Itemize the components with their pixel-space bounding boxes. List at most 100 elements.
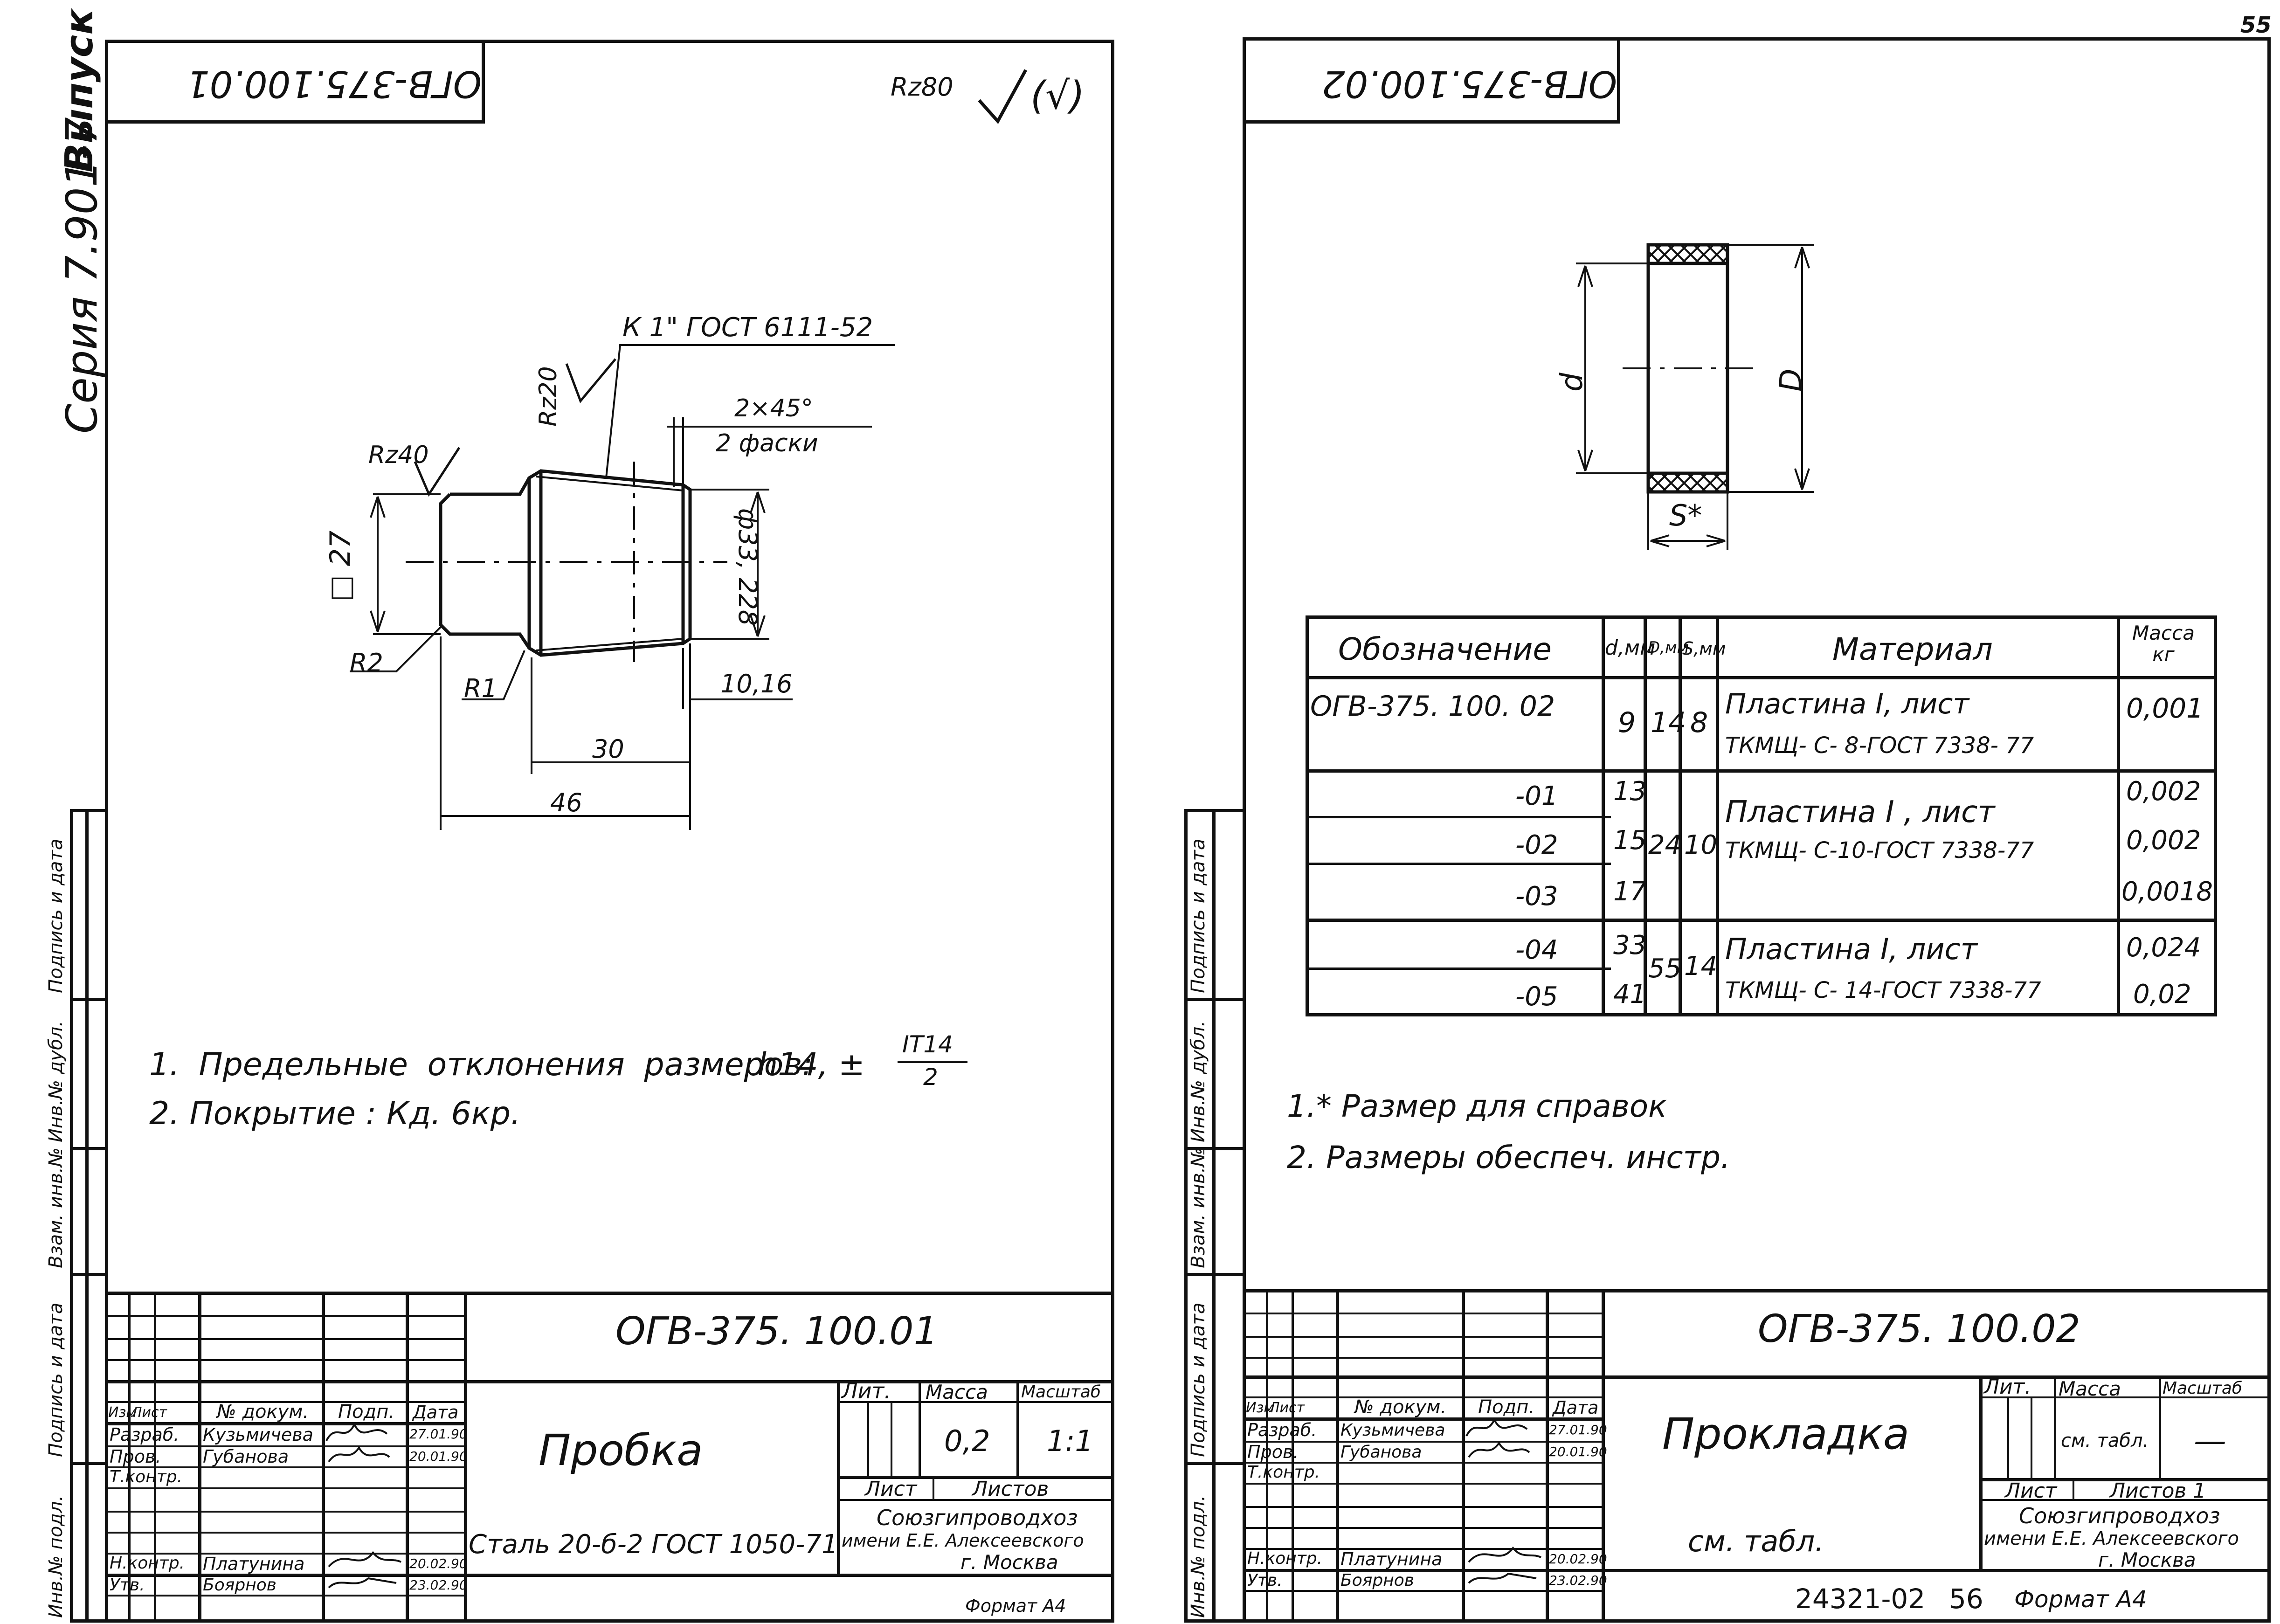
tr5-m: 0,02 bbox=[2133, 979, 2191, 1009]
left-note-1-frac-num: IT14 bbox=[902, 1031, 953, 1058]
th-S: S,мм bbox=[1682, 638, 1726, 659]
left-tb-name: Пробка bbox=[539, 1425, 703, 1475]
dim-thread: К 1" ГОСТ 6111-52 bbox=[622, 312, 873, 343]
right-tb-role-2: Т.контр. bbox=[1247, 1463, 1320, 1482]
left-tb-org1: Союзгипроводхоз bbox=[877, 1505, 1078, 1530]
tr2-S: 10 bbox=[1684, 830, 1718, 860]
left-tb-name-3: Платунина bbox=[203, 1554, 305, 1574]
left-stamp-strip bbox=[70, 809, 108, 1623]
right-tb-date-4: 23.02.90 bbox=[1549, 1573, 1607, 1588]
left-tb-massa-label: Масса bbox=[926, 1381, 988, 1403]
right-tb-h-data: Дата bbox=[1553, 1397, 1599, 1418]
left-note-1: 1. Предельные отклонения размеров: bbox=[149, 1046, 813, 1083]
tr4-m: 0,024 bbox=[2126, 933, 2201, 963]
tr5-mat2: ТКМЩ- С- 14-ГОСТ 7338-77 bbox=[1725, 977, 2041, 1003]
left-roughness-paren: (√) bbox=[1030, 74, 1085, 118]
right-tb-org3: г. Москва bbox=[2098, 1548, 2196, 1571]
right-tb-listov-label: Листов 1 bbox=[2110, 1479, 2206, 1503]
issue-label: Выпуск 1 bbox=[57, 0, 102, 173]
left-tb-format: Формат А4 bbox=[965, 1596, 1066, 1616]
left-note-1-frac-den: 2 bbox=[923, 1064, 938, 1091]
dim-chamfer-count: 2 фаски bbox=[716, 429, 818, 457]
th-d: d,мм bbox=[1605, 636, 1656, 660]
right-tb-material: см. табл. bbox=[1688, 1524, 1824, 1558]
left-tb-role-1: Пров. bbox=[110, 1446, 161, 1467]
left-tb-h-podp: Подп. bbox=[338, 1401, 395, 1423]
dim-square: □ 27 bbox=[324, 530, 357, 601]
tr5-mat1: Пластина I, лист bbox=[1725, 932, 1977, 966]
left-tb-name-1: Губанова bbox=[203, 1446, 289, 1467]
right-tb-name-1: Губанова bbox=[1340, 1443, 1422, 1462]
tr0-oboz: ОГВ-375. 100. 02 bbox=[1310, 690, 1555, 723]
right-tb-list-label: Лист bbox=[2005, 1479, 2057, 1503]
r-stamp-vzam-inv: Взам. инв.№ bbox=[1188, 1147, 1209, 1268]
left-tb-h-data: Дата bbox=[413, 1402, 459, 1423]
dim-46: 46 bbox=[550, 788, 582, 817]
right-tb-masshtab-label: Масштаб bbox=[2163, 1379, 2243, 1398]
tr1-oboz: -01 bbox=[1515, 781, 1558, 811]
right-tb-name-3: Платунина bbox=[1340, 1549, 1443, 1569]
dim-30: 30 bbox=[592, 734, 624, 764]
tr2-mat1: Пластина I , лист bbox=[1725, 795, 1995, 829]
dim-diameter: ф33, 228 bbox=[733, 508, 762, 626]
right-tb-lit-label: Лит. bbox=[1984, 1375, 2031, 1399]
tr2-D: 24 bbox=[1648, 830, 1682, 860]
dim-chamfer: 2×45° bbox=[734, 394, 813, 422]
left-note-2: 2. Покрытие : Кд. 6кр. bbox=[149, 1095, 521, 1132]
left-tb-h-dokum: № докум. bbox=[217, 1401, 309, 1423]
stamp-inv-podl: Инв.№ подл. bbox=[45, 1495, 67, 1618]
left-tb-material: Сталь 20-б-2 ГОСТ 1050-71 bbox=[469, 1529, 838, 1560]
left-tb-lit-label: Лит. bbox=[842, 1378, 891, 1403]
right-tb-role-3: Н.контр. bbox=[1247, 1549, 1323, 1568]
r-stamp-sign-date-2: Подпись и дата bbox=[1188, 1302, 1209, 1457]
right-tb-h-list: Лист bbox=[1269, 1400, 1305, 1416]
right-tb-archive: 24321-02 bbox=[1795, 1583, 1926, 1615]
stamp-sign-date-1: Подпись и дата bbox=[45, 838, 67, 993]
right-header-box bbox=[1243, 37, 1620, 124]
right-tb-massa-label: Масса bbox=[2059, 1377, 2121, 1400]
r-stamp-sign-date-1: Подпись и дата bbox=[1188, 838, 1209, 993]
dim-D: D bbox=[1774, 368, 1809, 392]
left-title-block bbox=[105, 1292, 1114, 1623]
right-tb-sheet-no: 56 bbox=[1949, 1583, 1983, 1615]
stamp-inv-dubl: Инв.№ дубл. bbox=[45, 1021, 67, 1142]
right-tb-h-podp: Подп. bbox=[1478, 1396, 1535, 1418]
left-tb-date-3: 20.02.90 bbox=[409, 1556, 468, 1571]
right-tb-h-dokum: № докум. bbox=[1354, 1396, 1447, 1418]
right-tb-masshtab-value: — bbox=[2194, 1422, 2226, 1460]
dim-r1: R1 bbox=[464, 674, 497, 703]
tr2-d: 15 bbox=[1613, 825, 1647, 856]
stamp-vzam-inv: Взам. инв.№ bbox=[45, 1147, 67, 1268]
left-tb-list-label: Лист bbox=[865, 1477, 917, 1501]
right-tb-org2: имени Е.Е. Алексеевского bbox=[1984, 1528, 2239, 1549]
left-tb-date-4: 23.02.90 bbox=[409, 1577, 468, 1593]
dim-r2: R2 bbox=[350, 648, 383, 677]
r-stamp-inv-dubl: Инв.№ дубл. bbox=[1188, 1021, 1209, 1142]
tr3-m: 0,0018 bbox=[2121, 877, 2213, 907]
tr3-d: 17 bbox=[1613, 877, 1647, 907]
left-tb-massa-value: 0,2 bbox=[944, 1424, 990, 1458]
right-tb-date-3: 20.02.90 bbox=[1549, 1551, 1607, 1567]
left-tb-h-izm: Изм bbox=[108, 1404, 137, 1421]
tr0-mat1: Пластина I, лист bbox=[1725, 688, 1969, 720]
right-tb-date-0: 27.01.90 bbox=[1549, 1422, 1607, 1437]
left-tb-h-list: Лист bbox=[131, 1404, 167, 1421]
th-mat: Материал bbox=[1832, 631, 1993, 667]
right-tb-format: Формат А4 bbox=[2014, 1586, 2147, 1613]
left-tb-masshtab-value: 1:1 bbox=[1047, 1424, 1093, 1458]
left-tb-name-4: Боярнов bbox=[203, 1576, 277, 1595]
right-tb-code: ОГВ-375. 100.02 bbox=[1758, 1307, 2080, 1351]
left-tb-masshtab-label: Масштаб bbox=[1021, 1382, 1101, 1402]
tr0-mat2: ТКМЩ- С- 8-ГОСТ 7338- 77 bbox=[1725, 733, 2034, 759]
tr0-m: 0,001 bbox=[2126, 692, 2204, 724]
dim-d: d bbox=[1555, 373, 1589, 392]
right-header-code: ОГВ-375.100.02 bbox=[1322, 62, 1617, 104]
right-tb-role-0: Разраб. bbox=[1247, 1420, 1317, 1440]
left-tb-date-1: 20.01.90 bbox=[409, 1449, 468, 1464]
tr5-d: 41 bbox=[1613, 979, 1647, 1009]
tr0-S: 8 bbox=[1690, 706, 1708, 739]
left-tb-role-0: Разраб. bbox=[110, 1424, 180, 1445]
left-header-code: ОГВ-375.100.01 bbox=[187, 62, 482, 104]
dim-rz20: Rz20 bbox=[534, 366, 562, 427]
right-note-1: 1.* Размер для справок bbox=[1287, 1088, 1667, 1124]
